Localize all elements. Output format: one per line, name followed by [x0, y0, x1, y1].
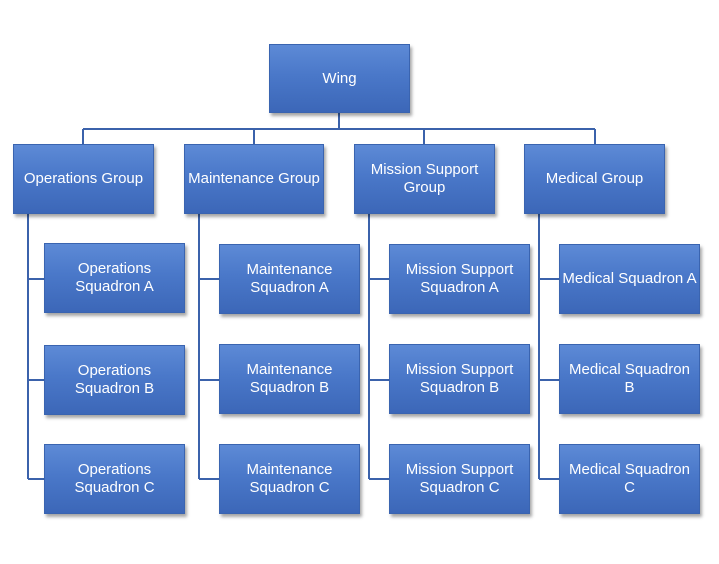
maintenance-squadron-b-box: Maintenance Squadron B	[219, 344, 360, 414]
operations-squadron-b-box: Operations Squadron B	[44, 345, 185, 415]
medical-squadron-a-box: Medical Squadron A	[559, 244, 700, 314]
maintenance-squadron-a-label: Maintenance Squadron A	[246, 261, 333, 296]
medical-squadron-c-box: Medical Squadron C	[559, 444, 700, 514]
operations-group-label: Operations Group	[23, 170, 144, 187]
mission-support-squadron-b-box: Mission Support Squadron B	[389, 344, 530, 414]
maintenance-squadron-b-label: Maintenance Squadron B	[246, 361, 333, 396]
medical-group-box: Medical Group	[524, 144, 665, 214]
maintenance-squadron-a-box: Maintenance Squadron A	[219, 244, 360, 314]
operations-squadron-c-label: Operations Squadron C	[74, 461, 155, 496]
maintenance-squadron-c-box: Maintenance Squadron C	[219, 444, 360, 514]
operations-squadron-a-box: Operations Squadron A	[44, 243, 185, 313]
medical-squadron-b-box: Medical Squadron B	[559, 344, 700, 414]
operations-squadron-c-box: Operations Squadron C	[44, 444, 185, 514]
operations-squadron-a-label: Operations Squadron A	[75, 260, 154, 295]
wing-label: Wing	[322, 69, 357, 87]
operations-group-box: Operations Group	[13, 144, 154, 214]
mission-support-group-label: Mission Support Group	[370, 161, 479, 196]
medical-squadron-a-label: Medical Squadron A	[562, 270, 697, 287]
medical-group-label: Medical Group	[545, 170, 644, 187]
maintenance-squadron-c-label: Maintenance Squadron C	[246, 461, 333, 496]
operations-squadron-b-label: Operations Squadron B	[74, 362, 155, 397]
medical-squadron-b-label: Medical Squadron B	[569, 361, 690, 396]
wing-box: Wing	[269, 44, 410, 113]
mission-support-squadron-a-box: Mission Support Squadron A	[389, 244, 530, 314]
mission-support-squadron-c-label: Mission Support Squadron C	[405, 461, 514, 496]
maintenance-group-box: Maintenance Group	[184, 144, 324, 214]
mission-support-group-box: Mission Support Group	[354, 144, 495, 214]
mission-support-squadron-b-label: Mission Support Squadron B	[405, 361, 514, 396]
mission-support-squadron-c-box: Mission Support Squadron C	[389, 444, 530, 514]
medical-squadron-c-label: Medical Squadron C	[569, 461, 690, 496]
mission-support-squadron-a-label: Mission Support Squadron A	[405, 261, 514, 296]
maintenance-group-label: Maintenance Group	[188, 170, 320, 187]
